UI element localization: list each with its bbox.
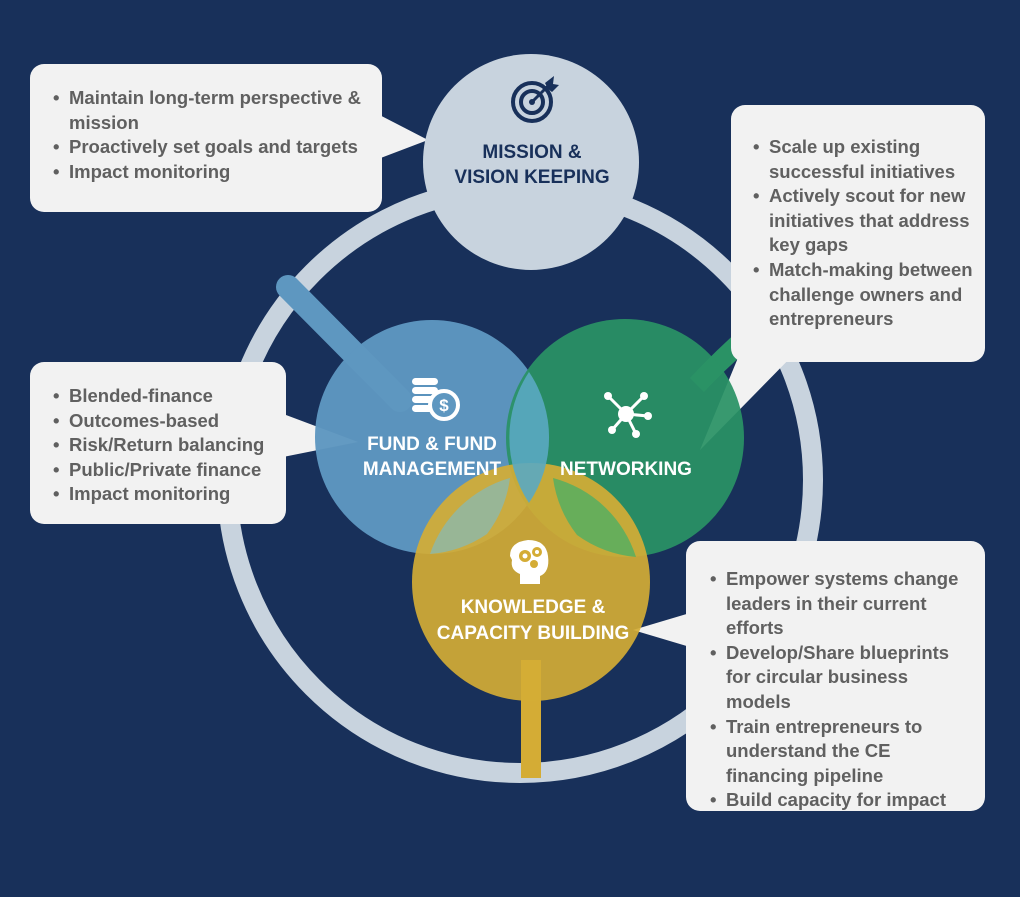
fund-label-line1: FUND & FUND [367,434,497,455]
networking-callout-item: Scale up existing successful initiatives [753,135,975,184]
mission-label-line1: MISSION & [482,142,582,163]
svg-text:$: $ [439,396,449,415]
fund-callout-item: Outcomes-based [53,409,276,434]
fund-callout-item: Blended-finance [53,384,276,409]
fund-label-line2: MANAGEMENT [363,459,502,480]
fund-callout-item: Impact monitoring [53,482,276,507]
networking-knowledge-overlap [553,478,636,557]
fund-knowledge-overlap [430,478,510,554]
fund-callout: Blended-finance Outcomes-based Risk/Retu… [30,362,286,524]
knowledge-callout-pointer [633,610,700,650]
head-gears-icon [510,540,549,584]
networking-callout: Scale up existing successful initiatives… [731,105,985,362]
network-nodes-icon [604,392,652,438]
target-icon [511,76,559,123]
networking-callout-item: Actively scout for new initiatives that … [753,184,975,258]
knowledge-callout-item: Train entrepreneurs to understand the CE… [710,715,975,789]
mission-label-line2: VISION KEEPING [454,167,609,188]
fund-networking-overlap [509,372,550,503]
networking-callout-item: Match-making between challenge owners an… [753,258,975,332]
coins-dollar-icon: $ [412,378,460,421]
fund-callout-item: Public/Private finance [53,458,276,483]
knowledge-callout-item: Develop/Share blueprints for circular bu… [710,641,975,715]
knowledge-label-line2: CAPACITY BUILDING [437,623,629,644]
mission-callout-pointer [370,110,428,162]
mission-callout-item: Impact monitoring [53,160,368,185]
mission-callout-item: Maintain long-term perspective & mission [53,86,368,135]
knowledge-label-line1: KNOWLEDGE & [461,597,606,618]
fund-callout-item: Risk/Return balancing [53,433,276,458]
mission-callout: Maintain long-term perspective & mission… [30,64,382,212]
mission-callout-item: Proactively set goals and targets [53,135,368,160]
knowledge-callout: Empower systems change leaders in their … [686,541,985,813]
knowledge-callout-item: Empower systems change leaders in their … [710,567,975,641]
mission-circle [423,54,639,270]
networking-label: NETWORKING [560,459,692,480]
knowledge-callout-item: Build capacity for impact [710,788,975,813]
